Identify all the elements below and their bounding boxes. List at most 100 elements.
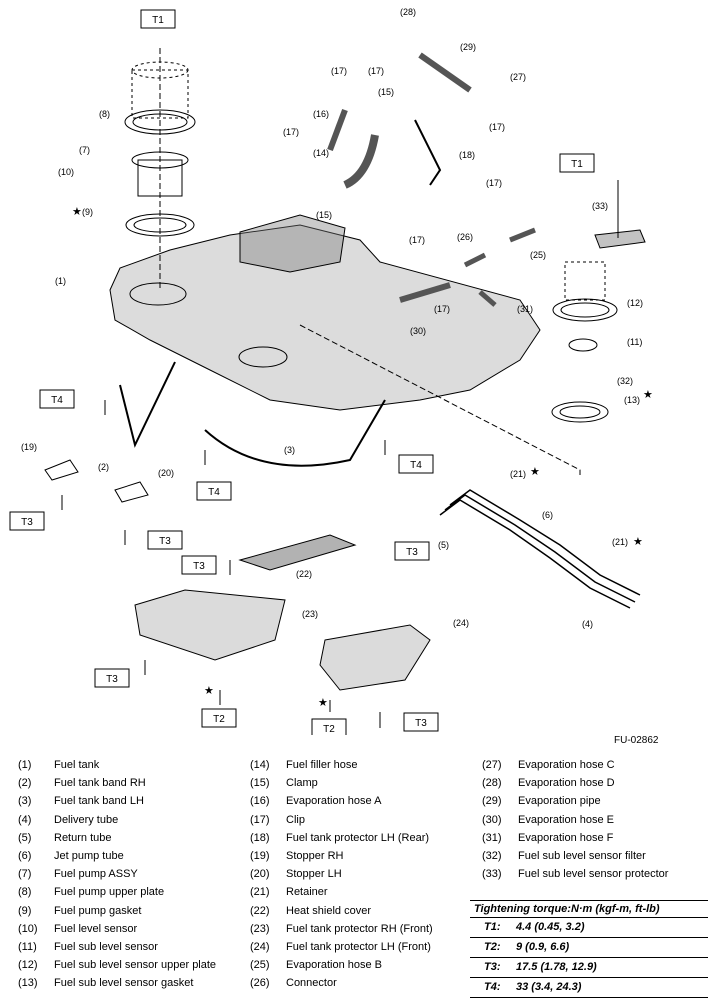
legend-item: (6)Jet pump tube [18,850,124,863]
legend-item: (22)Heat shield cover [250,904,371,917]
legend-item: (32)Fuel sub level sensor filter [482,850,646,863]
callout-22: (22) [296,569,312,579]
torque-row: T2:9 (0.9, 6.6) [470,938,708,958]
torque-tag-t3: T3 [159,536,171,547]
torque-tag-t3-box [394,541,430,561]
legend-item: (2)Fuel tank band RH [18,777,146,790]
legend-column-3: (27)Evaporation hose C (28)Evaporation h… [482,756,668,883]
callout-17: (17) [409,235,425,245]
callout-2: (2) [98,462,109,472]
legend-item: (25)Evaporation hose B [250,959,383,972]
legend-column-2: (14)Fuel filler hose (15)Clamp (16)Evapo… [250,756,433,993]
callout-7: (7) [79,145,90,155]
torque-tag-t4: T4 [208,487,220,498]
torque-tag-t4: T4 [51,395,63,406]
legend-item: (16)Evaporation hose A [250,795,382,808]
callout-3: (3) [284,445,295,455]
torque-tag-t4: T4 [410,460,422,471]
torque-tag-t2-box [201,708,237,728]
callout-32: (32) [617,376,633,386]
torque-tag-t3: T3 [106,674,118,685]
torque-tag-t3-box [403,712,439,732]
callout-27: (27) [510,72,526,82]
torque-table-header: Tightening torque:N·m (kgf-m, ft-lb) [470,900,708,918]
torque-tag-t2: T2 [323,724,335,735]
legend-item: (12)Fuel sub level sensor upper plate [18,959,217,972]
legend-item: (30)Evaporation hose E [482,813,615,826]
torque-tag-t4-box [196,481,232,501]
torque-tag-t1-box [140,9,176,29]
torque-tag-t1-box [559,153,595,173]
callout-17: (17) [434,304,450,314]
callout-15: (15) [316,210,332,220]
legend-item: (9)Fuel pump gasket [18,904,142,917]
callout-17: (17) [486,178,502,188]
callout-17: (17) [283,127,299,137]
callout-29: (29) [460,42,476,52]
legend-item: (11)Fuel sub level sensor [18,941,158,954]
legend-item: (1)Fuel tank [18,759,100,771]
callout-19: (19) [21,442,37,452]
torque-tag-t3-box [147,530,183,550]
torque-row: T4:33 (3.4, 24.3) [470,978,708,998]
callout-30: (30) [410,326,426,336]
legend-item: (28)Evaporation hose D [482,777,615,790]
star-icon: ★ [530,465,540,478]
callout-25: (25) [530,250,546,260]
callout-23: (23) [302,609,318,619]
legend-item: (7)Fuel pump ASSY [18,868,138,881]
torque-tags: T1 T1 T4 T4 T4 T3 T3 T3 T3 T3 T3 T2 T2 [21,15,583,735]
legend-item: (14)Fuel filler hose [250,759,358,771]
callout-20: (20) [158,468,174,478]
torque-tag-t1: T1 [152,15,164,26]
callout-21: (21) [510,469,526,479]
figure-id: FU-02862 [614,735,659,746]
callout-17: (17) [331,66,347,76]
callout-21: (21) [612,537,628,547]
legend-item: (23)Fuel tank protector RH (Front) [250,922,433,935]
callout-33: (33) [592,201,608,211]
torque-tag-t3: T3 [415,718,427,729]
callout-26: (26) [457,232,473,242]
torque-tag-t3: T3 [21,517,33,528]
callout-17: (17) [368,66,384,76]
star-icon: ★ [318,696,328,709]
legend-item: (8)Fuel pump upper plate [18,886,165,899]
legend-item: (29)Evaporation pipe [482,795,601,808]
legend-item: (20)Stopper LH [250,868,342,881]
callout-13: (13) [624,395,640,405]
callout-8: (8) [99,109,110,119]
callout-16: (16) [313,109,329,119]
legend-item: (4)Delivery tube [18,813,119,826]
torque-row: T1:4.4 (0.45, 3.2) [470,918,708,938]
legend-item: (26)Connector [250,977,337,990]
torque-tag-t3-box [181,555,217,575]
torque-tag-t3: T3 [193,561,205,572]
legend-item: (33)Fuel sub level sensor protector [482,868,669,881]
callout-12: (12) [627,298,643,308]
torque-tag-t2: T2 [213,714,225,725]
torque-tag-t4-box [39,389,75,409]
star-icon: ★ [633,535,643,548]
torque-tag-t1: T1 [571,159,583,170]
callout-1: (1) [55,276,66,286]
callout-10: (10) [58,167,74,177]
callout-labels: (1) (2) (3) (4) (5) (6) (7) (8) (9) (10)… [21,7,643,629]
callout-6: (6) [542,510,553,520]
fuel-tank-shape [109,224,541,411]
legend-item: (10)Fuel level sensor [18,922,138,935]
callout-31: (31) [517,304,533,314]
legend-item: (13)Fuel sub level sensor gasket [18,977,194,990]
callout-9: (9) [82,207,93,217]
star-icon: ★ [204,684,214,697]
callout-18: (18) [459,150,475,160]
callout-15: (15) [378,87,394,97]
torque-table: Tightening torque:N·m (kgf-m, ft-lb) T1:… [470,900,708,998]
legend-item: (27)Evaporation hose C [482,759,615,771]
callout-28: (28) [400,7,416,17]
legend-item: (15)Clamp [250,777,318,790]
callout-4: (4) [582,619,593,629]
star-marks: ★ ★ ★ ★ ★ ★ [72,205,653,709]
torque-tag-t2-box [311,718,347,735]
legend-column-1: (1)Fuel tank (2)Fuel tank band RH (3)Fue… [18,756,216,993]
